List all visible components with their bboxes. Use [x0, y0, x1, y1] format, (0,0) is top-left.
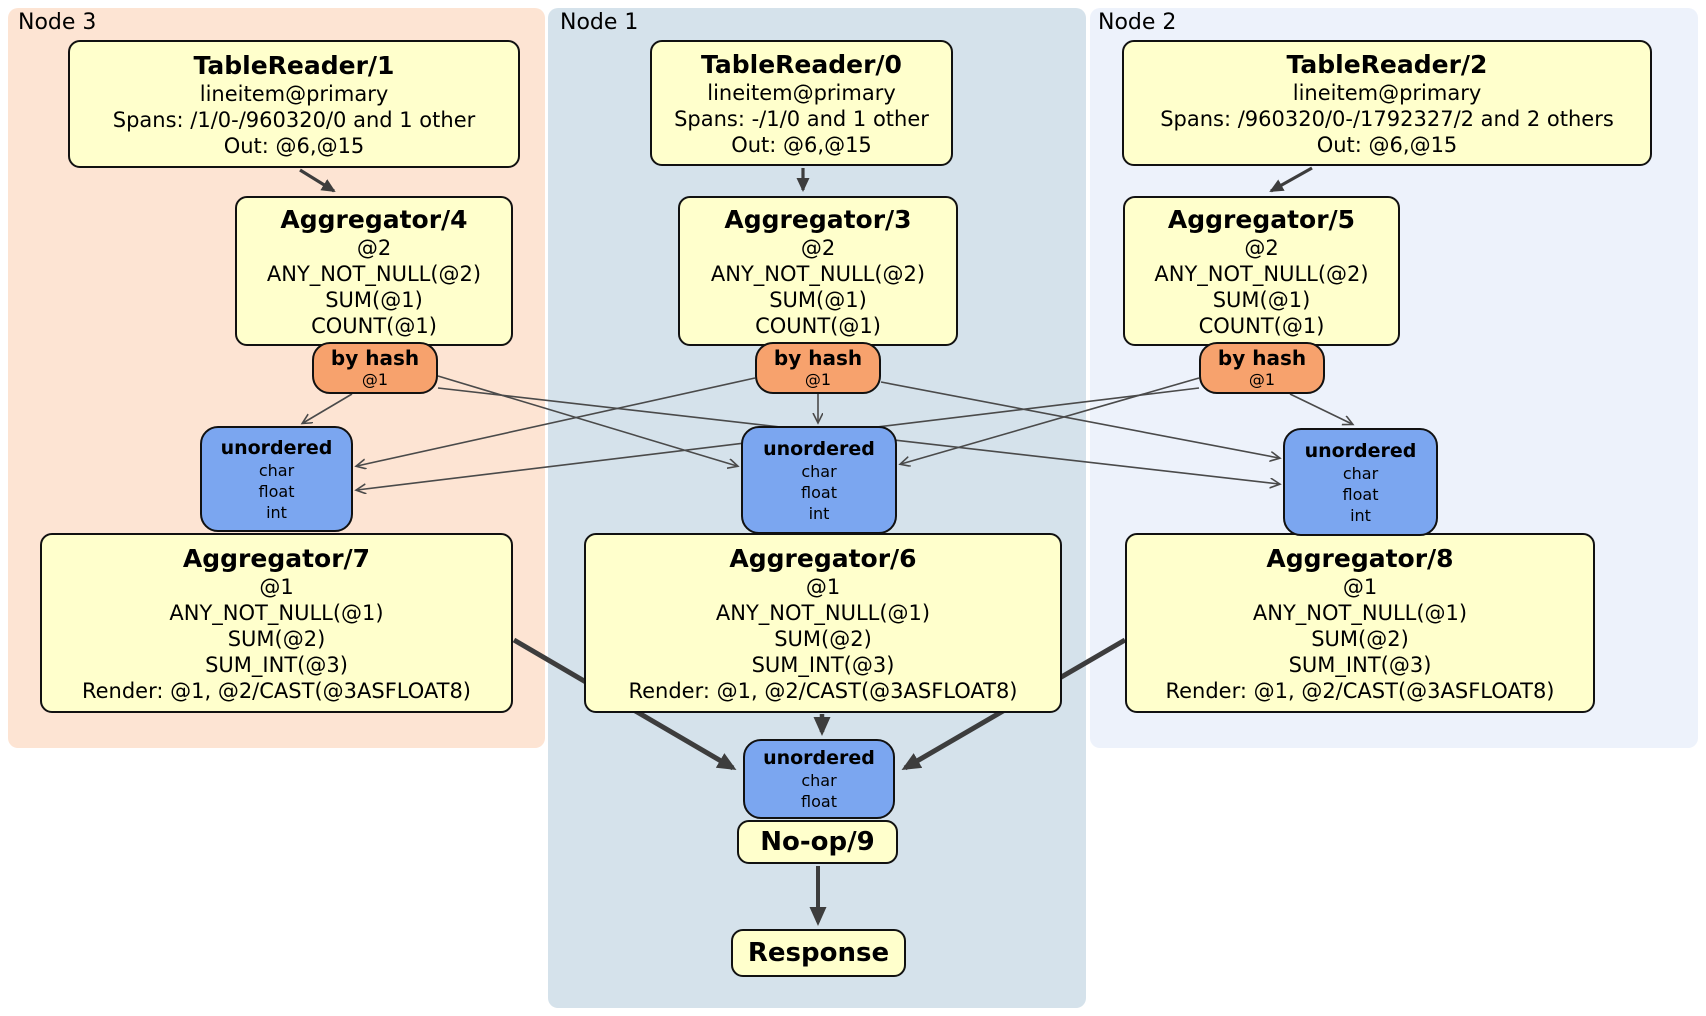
router-by-hash-node3: by hash @1: [312, 342, 438, 394]
processor-title: Aggregator/5: [1167, 204, 1356, 234]
processor-aggregator-8: Aggregator/8 @1 ANY_NOT_NULL(@1) SUM(@2)…: [1125, 533, 1595, 713]
processor-aggregator-5: Aggregator/5 @2 ANY_NOT_NULL(@2) SUM(@1)…: [1123, 196, 1400, 346]
processor-detail: SUM_INT(@3): [1288, 652, 1432, 677]
processor-detail: SUM(@1): [325, 287, 423, 312]
sync-title: unordered: [1304, 439, 1417, 462]
processor-tablereader-0: TableReader/0 lineitem@primary Spans: -/…: [650, 40, 953, 166]
processor-detail: ANY_NOT_NULL(@1): [1252, 600, 1468, 625]
processor-detail: Render: @1, @2/CAST(@3ASFLOAT8): [628, 678, 1018, 703]
sync-column: int: [1350, 505, 1371, 525]
sync-unordered-node3: unordered char float int: [200, 426, 353, 532]
sync-unordered-node1: unordered char float int: [741, 426, 897, 534]
sync-column: float: [801, 792, 837, 811]
router-title: by hash: [1217, 346, 1307, 370]
edge-tablereader1-aggregator4: [299, 168, 336, 193]
processor-detail: @1: [805, 574, 841, 599]
sync-column: int: [266, 502, 287, 522]
processor-detail: COUNT(@1): [1198, 313, 1325, 338]
processor-aggregator-3: Aggregator/3 @2 ANY_NOT_NULL(@2) SUM(@1)…: [678, 196, 958, 346]
processor-title: Aggregator/8: [1266, 543, 1454, 573]
sync-column: char: [801, 771, 837, 790]
sync-title: unordered: [220, 436, 333, 459]
sync-column: float: [1342, 484, 1379, 504]
processor-detail: ANY_NOT_NULL(@1): [715, 600, 931, 625]
sync-column: char: [1342, 463, 1379, 483]
processor-detail: ANY_NOT_NULL(@2): [266, 261, 482, 286]
node2-label: Node 2: [1098, 10, 1177, 35]
processor-title: Aggregator/3: [724, 204, 912, 234]
router-by-hash-node2: by hash @1: [1199, 342, 1325, 394]
processor-detail: SUM(@2): [1311, 626, 1409, 651]
node1-label: Node 1: [560, 10, 639, 35]
processor-detail: @1: [1342, 574, 1378, 599]
sync-title: unordered: [763, 437, 875, 460]
processor-detail: @1: [259, 574, 294, 599]
processor-detail: @2: [800, 235, 836, 260]
processor-detail: lineitem@primary: [1292, 80, 1482, 105]
sync-title: unordered: [763, 747, 875, 769]
processor-detail: SUM(@2): [227, 626, 326, 651]
processor-detail: Out: @6,@15: [731, 132, 872, 157]
router-title: by hash: [773, 346, 863, 370]
processor-detail: SUM(@1): [1212, 287, 1311, 312]
router-columns: @1: [361, 370, 389, 389]
processor-detail: Spans: /960320/0-/1792327/2 and 2 others: [1160, 106, 1614, 131]
processor-detail: ANY_NOT_NULL(@2): [1154, 261, 1369, 286]
processor-title: No-op/9: [760, 827, 875, 857]
sync-column: char: [258, 460, 295, 480]
processor-detail: Render: @1, @2/CAST(@3ASFLOAT8): [1165, 678, 1555, 703]
processor-detail: Spans: /1/0-/960320/0 and 1 other: [112, 107, 476, 132]
processor-detail: SUM_INT(@3): [751, 652, 895, 677]
edge-router3-sync3: [303, 393, 353, 423]
processor-title: TableReader/2: [1286, 49, 1488, 79]
processor-detail: COUNT(@1): [311, 313, 437, 338]
edge-router3-sync1: [437, 375, 737, 466]
response-box: Response: [731, 929, 906, 977]
processor-tablereader-1: TableReader/1 lineitem@primary Spans: /1…: [68, 40, 520, 168]
processor-detail: SUM(@2): [774, 626, 872, 651]
sync-column: char: [801, 461, 837, 481]
processor-detail: @2: [356, 235, 392, 260]
processor-detail: Out: @6,@15: [1316, 132, 1458, 157]
router-title: by hash: [330, 346, 420, 370]
processor-detail: ANY_NOT_NULL(@1): [169, 600, 384, 625]
sync-unordered-final: unordered char float: [743, 739, 895, 819]
processor-detail: @2: [1244, 235, 1279, 260]
node3-label: Node 3: [18, 10, 97, 35]
edge-router2-sync2: [901, 377, 1200, 464]
processor-title: TableReader/0: [701, 49, 902, 79]
processor-detail: ANY_NOT_NULL(@2): [710, 261, 926, 286]
edge-router1-sync3: [357, 377, 756, 466]
edge-router1-sync2: [880, 381, 1279, 458]
router-columns: @1: [1248, 370, 1276, 389]
sync-column: float: [258, 481, 295, 501]
router-by-hash-node1: by hash @1: [755, 342, 881, 394]
sync-column: float: [801, 482, 837, 502]
processor-detail: lineitem@primary: [707, 80, 896, 105]
processor-title: TableReader/1: [193, 50, 395, 80]
processor-detail: COUNT(@1): [755, 313, 881, 338]
processor-title: Aggregator/6: [729, 543, 917, 573]
processor-detail: Spans: -/1/0 and 1 other: [674, 106, 929, 131]
sync-column: int: [808, 503, 830, 523]
processor-tablereader-2: TableReader/2 lineitem@primary Spans: /9…: [1122, 40, 1652, 166]
processor-detail: lineitem@primary: [199, 81, 389, 106]
processor-title: Response: [747, 938, 890, 968]
processor-title: Aggregator/7: [182, 543, 371, 573]
router-columns: @1: [804, 370, 832, 389]
processor-title: Aggregator/4: [280, 204, 468, 234]
sync-unordered-node2: unordered char float int: [1283, 428, 1438, 536]
processor-noop-9: No-op/9: [737, 820, 898, 864]
processor-aggregator-4: Aggregator/4 @2 ANY_NOT_NULL(@2) SUM(@1)…: [235, 196, 513, 346]
edge-tablereader2-aggregator5: [1269, 166, 1313, 193]
processor-detail: SUM_INT(@3): [205, 652, 348, 677]
processor-aggregator-6: Aggregator/6 @1 ANY_NOT_NULL(@1) SUM(@2)…: [584, 533, 1062, 713]
processor-detail: SUM(@1): [769, 287, 867, 312]
processor-detail: Out: @6,@15: [223, 133, 365, 158]
processor-aggregator-7: Aggregator/7 @1 ANY_NOT_NULL(@1) SUM(@2)…: [40, 533, 513, 713]
processor-detail: Render: @1, @2/CAST(@3ASFLOAT8): [81, 678, 472, 703]
edge-router2-sync1: [1289, 393, 1352, 424]
